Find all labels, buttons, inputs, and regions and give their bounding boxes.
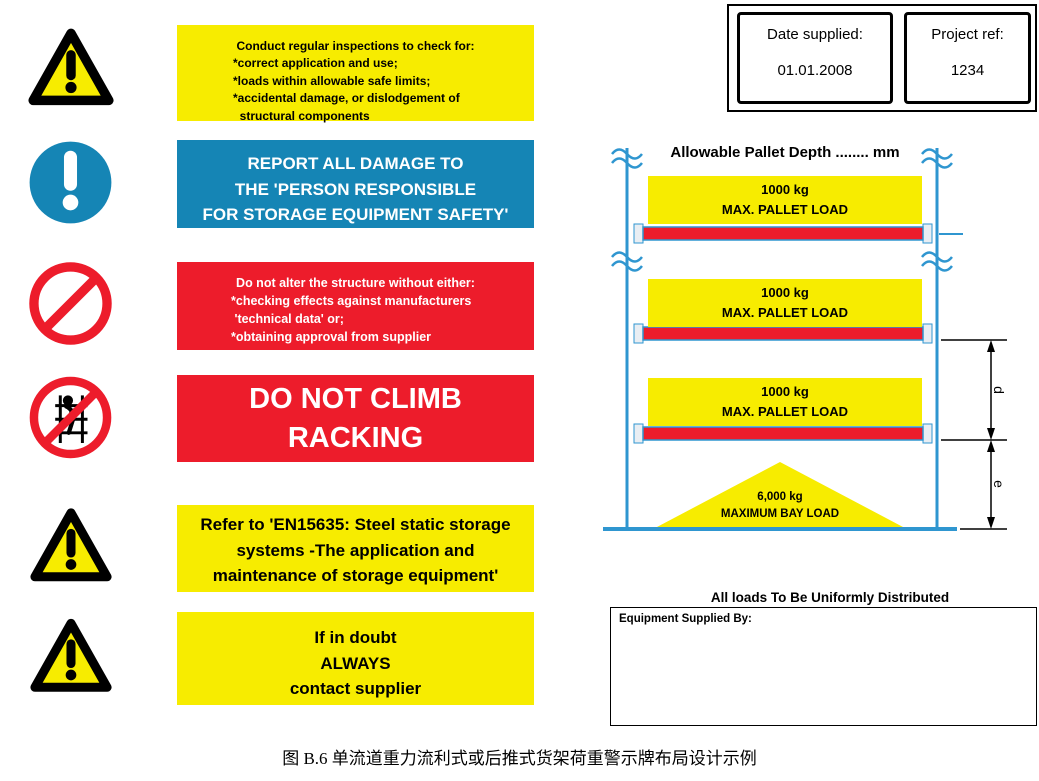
figure-caption: 图 B.6 单流道重力流利式或后推式货架荷重警示牌布局设计示例 [282,749,757,768]
pallet-depth-label: Allowable Pallet Depth ........ mm [670,144,900,161]
no-climbing-icon [28,375,113,460]
if-in-doubt-sign: If in doubt ALWAYS contact supplier [177,612,534,705]
date-supplied-label: Date supplied: [767,26,863,43]
warning-triangle-icon [28,24,114,108]
uniform-distribution-note: All loads To Be Uniformly Distributed [710,590,950,605]
dimension-e-label: e [991,480,1007,488]
max-pallet-load-level-3: 1000 kg MAX. PALLET LOAD [648,378,922,426]
do-not-alter-items: *checking effects against manufacturers … [231,294,472,345]
do-not-climb-sign: DO NOT CLIMB RACKING [177,375,534,462]
dimension-lines [941,339,1007,530]
project-ref-value: 1234 [950,62,985,79]
do-not-climb-text: DO NOT CLIMB RACKING [249,383,462,455]
warning-triangle-icon [30,612,112,697]
dimension-d-label: d [991,386,1007,394]
mandatory-exclamation-icon [27,139,114,226]
prohibition-icon [28,261,113,346]
date-supplied-box: Date supplied: 01.01.2008 [737,12,893,104]
inspection-sign-title: Conduct regular inspections to check for… [236,39,475,53]
beam-level-3 [633,423,933,444]
reference-panel: Date supplied: 01.01.2008 Project ref: 1… [727,4,1037,112]
rack-load-diagram: Allowable Pallet Depth ........ mm 1000 … [595,138,1015,603]
dimension-arrowheads [987,340,995,529]
warning-triangle-icon [30,503,112,585]
report-damage-sign: REPORT ALL DAMAGE TO THE 'PERSON RESPONS… [177,140,534,228]
beam-level-1 [633,223,963,244]
maximum-bay-load-label: 6,000 kg MAXIMUM BAY LOAD [720,491,840,520]
equipment-supplied-label: Equipment Supplied By: [619,613,752,625]
rack-diagram-linework [603,148,1007,531]
equipment-supplied-box: Equipment Supplied By: [610,607,1037,726]
inspection-sign: Conduct regular inspections to check for… [177,25,534,123]
do-not-alter-title: Do not alter the structure without eithe… [236,276,475,290]
refer-en15635-text: Refer to 'EN15635: Steel static storage … [200,515,511,585]
break-squiggles [611,148,953,272]
project-ref-box: Project ref: 1234 [904,12,1031,104]
report-damage-text: REPORT ALL DAMAGE TO THE 'PERSON RESPONS… [202,154,509,224]
max-pallet-load-level-2: 1000 kg MAX. PALLET LOAD [648,279,922,327]
inspection-sign-items: *correct application and use; *loads wit… [233,56,460,123]
bay-load-triangle [657,462,903,527]
project-ref-label: Project ref: [931,26,1004,43]
do-not-alter-sign: Do not alter the structure without eithe… [177,262,534,350]
if-in-doubt-text: If in doubt ALWAYS contact supplier [289,628,422,698]
max-pallet-load-level-1: 1000 kg MAX. PALLET LOAD [648,176,922,224]
refer-en15635-sign: Refer to 'EN15635: Steel static storage … [177,505,534,592]
date-supplied-value: 01.01.2008 [777,62,853,79]
beam-level-2 [633,323,933,344]
